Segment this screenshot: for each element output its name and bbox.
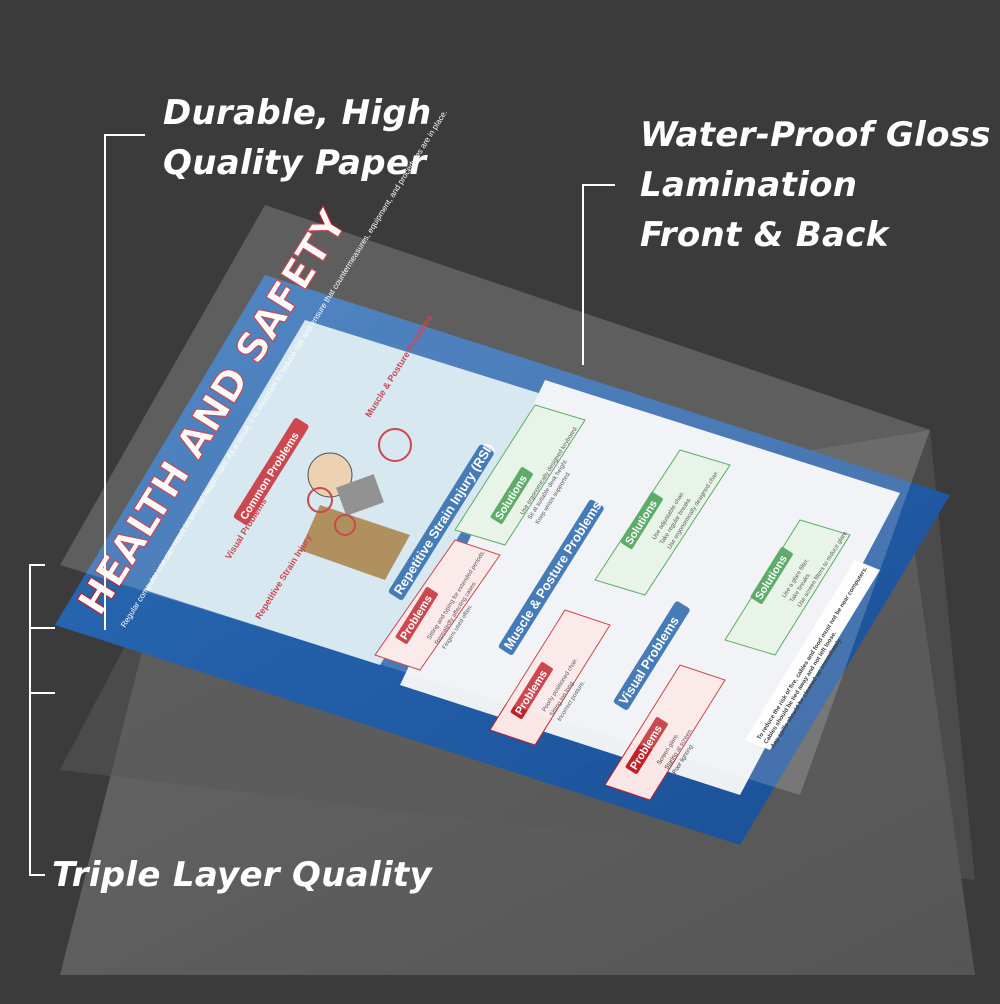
triple-callout-bracket [29, 564, 45, 876]
front-lamination-sheet [60, 205, 930, 795]
desk-illustration [300, 428, 412, 580]
paper-callout-line-1: Durable, High [163, 93, 432, 133]
paper-callout-line-2: Quality Paper [163, 143, 427, 183]
paper-callout: Durable, High Quality Paper [163, 88, 463, 188]
callout-lines [29, 134, 615, 876]
lamination-callout: Water-Proof Gloss Lamination Front & Bac… [640, 110, 991, 260]
lamination-callout-line-1: Water-Proof Gloss [640, 115, 991, 155]
triple-layer-callout: Triple Layer Quality [52, 855, 432, 895]
lamination-callout-line-3: Front & Back [640, 215, 889, 255]
section-muscle: Muscle & Posture Problems Problems Solut… [489, 449, 731, 746]
lamination-callout-line-2: Lamination [640, 165, 858, 205]
lamination-callout-line [582, 184, 615, 365]
paper-callout-line [104, 134, 145, 630]
